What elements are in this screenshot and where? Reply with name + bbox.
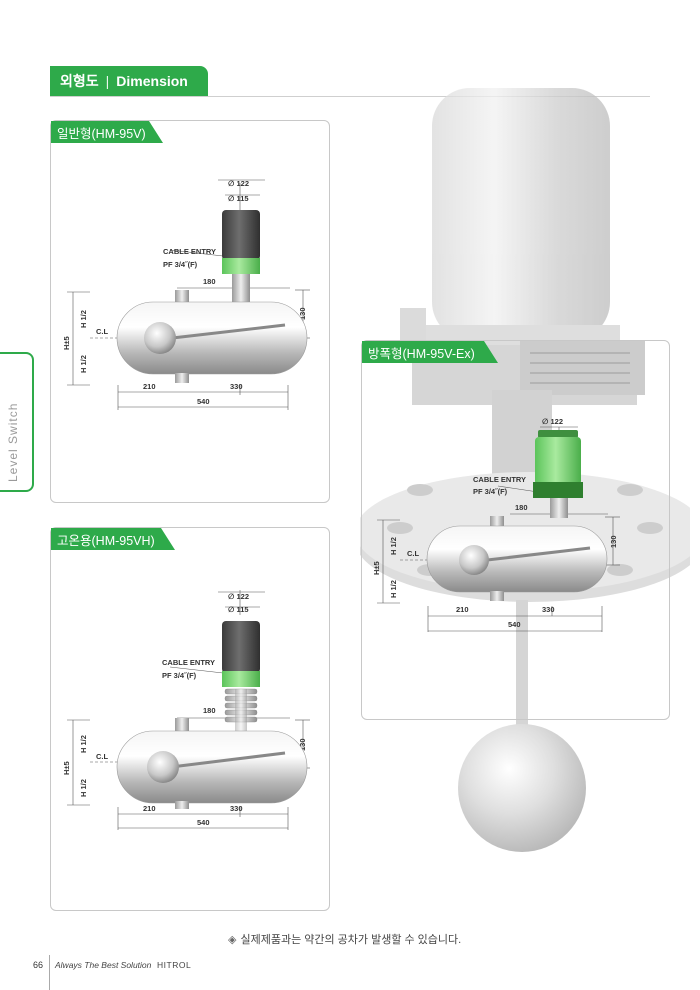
footer-divider bbox=[49, 955, 50, 990]
product-general bbox=[116, 210, 308, 383]
dim-h-half-bottom: H 1/2 bbox=[79, 779, 88, 797]
side-tab: Level Switch bbox=[0, 352, 34, 492]
label-cable-entry: CABLE ENTRY bbox=[473, 475, 526, 484]
footer-brand: HITROL bbox=[157, 960, 192, 970]
label-pf: PF 3/4˝(F) bbox=[473, 487, 508, 496]
dim-130: 130 bbox=[609, 535, 618, 548]
dim-330: 330 bbox=[542, 605, 555, 614]
bg-nameplate-lines bbox=[530, 352, 630, 384]
label-cable-entry: CABLE ENTRY bbox=[162, 658, 215, 667]
dim-330: 330 bbox=[230, 804, 243, 813]
label-cable-entry: CABLE ENTRY bbox=[163, 247, 216, 256]
drawing-high-temp-type: ∅ 122 ∅ 115 CABLE ENTRY PF 3/4˝(F) 180 1… bbox=[62, 590, 310, 830]
tolerance-note-text: 실제제품과는 약간의 공차가 발생할 수 있습니다. bbox=[240, 934, 462, 946]
dim-h-half-top: H 1/2 bbox=[79, 310, 88, 328]
dim-h-half-bottom: H 1/2 bbox=[389, 580, 398, 598]
dim-330: 330 bbox=[230, 382, 243, 391]
side-tab-label: Level Switch bbox=[6, 402, 20, 482]
dim-diameter-outer: ∅ 122 bbox=[542, 417, 563, 426]
bg-ball bbox=[458, 724, 586, 852]
dim-h-half-top: H 1/2 bbox=[389, 537, 398, 555]
dim-diameter-outer: ∅ 122 bbox=[228, 592, 249, 601]
dim-540: 540 bbox=[197, 397, 210, 406]
dim-210: 210 bbox=[456, 605, 469, 614]
dim-h-half-bottom: H 1/2 bbox=[79, 355, 88, 373]
page-number: 66 bbox=[33, 960, 44, 970]
dim-130: 130 bbox=[298, 738, 307, 751]
dimension-lines bbox=[67, 179, 310, 410]
dim-130: 130 bbox=[298, 307, 307, 320]
dimension-lines bbox=[377, 426, 620, 632]
bg-nameplate bbox=[520, 340, 645, 395]
panel-tag: 방폭형(HM-95V-Ex) bbox=[362, 341, 498, 363]
panel-tag: 고온용(HM-95VH) bbox=[51, 528, 175, 550]
label-center-line: C.L bbox=[407, 549, 420, 558]
product-high-temp bbox=[116, 621, 308, 809]
dim-diameter-inner: ∅ 115 bbox=[228, 605, 249, 614]
label-center-line: C.L bbox=[96, 752, 109, 761]
footer-slogan: Always The Best Solution bbox=[55, 960, 152, 970]
dim-180: 180 bbox=[203, 706, 216, 715]
drawing-general-type: ∅ 122 ∅ 115 CABLE ENTRY PF 3/4˝(F) 180 1… bbox=[62, 179, 310, 410]
dim-540: 540 bbox=[197, 818, 210, 827]
label-pf: PF 3/4˝(F) bbox=[163, 260, 198, 269]
title-divider bbox=[50, 96, 650, 97]
label-pf: PF 3/4˝(F) bbox=[162, 671, 197, 680]
dim-210: 210 bbox=[143, 804, 156, 813]
dim-210: 210 bbox=[143, 382, 156, 391]
section-title: 외형도 | Dimension bbox=[50, 66, 208, 96]
dim-180: 180 bbox=[515, 503, 528, 512]
panel-tag: 일반형(HM-95V) bbox=[51, 121, 163, 143]
dim-h-half-top: H 1/2 bbox=[79, 735, 88, 753]
section-title-en: Dimension bbox=[116, 73, 188, 89]
section-title-ko: 외형도 bbox=[60, 73, 99, 89]
dim-h-total: H±5 bbox=[372, 561, 381, 575]
title-separator: | bbox=[105, 73, 110, 89]
panel-high-temp-type: 고온용(HM-95VH) bbox=[50, 527, 330, 911]
bg-cap bbox=[432, 88, 610, 340]
dim-h-total: H±5 bbox=[62, 336, 71, 350]
bg-flange-holes bbox=[387, 484, 663, 576]
dim-180: 180 bbox=[203, 277, 216, 286]
dim-h-total: H±5 bbox=[62, 761, 71, 775]
drawing-explosion-proof-type: ∅ 122 CABLE ENTRY PF 3/4˝(F) 180 130 H±5… bbox=[372, 417, 620, 632]
panel-explosion-proof-type: 방폭형(HM-95V-Ex) bbox=[361, 340, 670, 720]
diamond-bullet-icon: ◈ bbox=[228, 934, 237, 946]
dim-diameter-inner: ∅ 115 bbox=[228, 194, 249, 203]
product-explosion-proof bbox=[426, 430, 608, 601]
dim-540: 540 bbox=[508, 620, 521, 629]
dim-diameter-outer: ∅ 122 bbox=[228, 179, 249, 188]
label-center-line: C.L bbox=[96, 327, 109, 336]
bg-rod bbox=[516, 600, 528, 740]
tolerance-note: ◈실제제품과는 약간의 공차가 발생할 수 있습니다. bbox=[228, 931, 461, 947]
